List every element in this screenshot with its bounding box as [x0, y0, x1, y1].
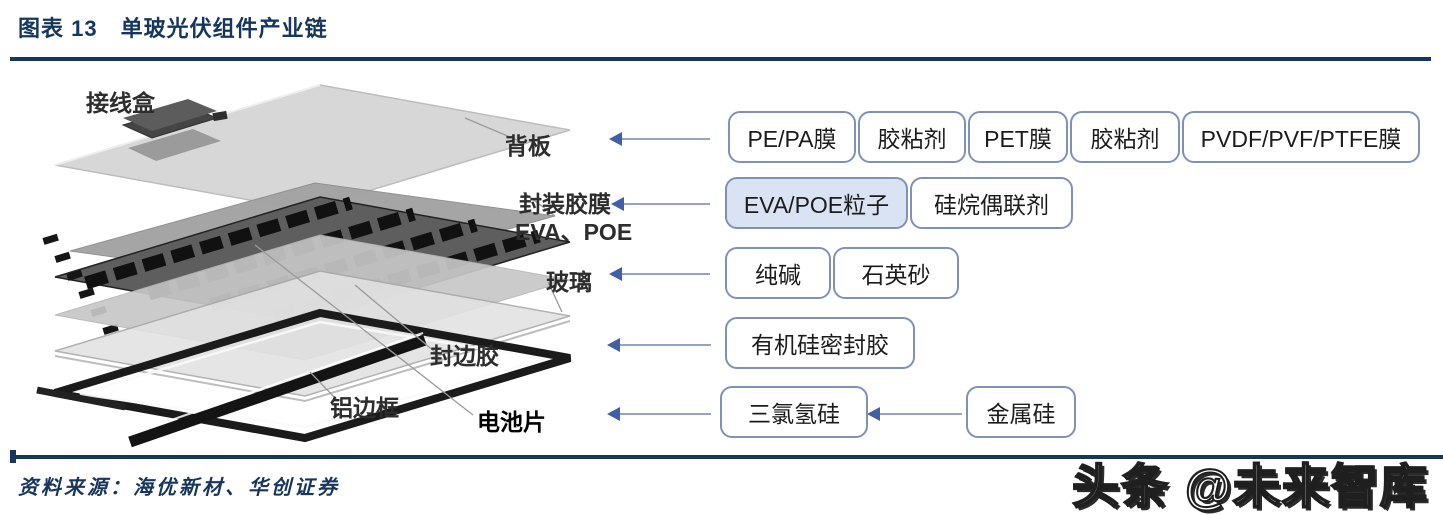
glass-label: 玻璃	[546, 269, 592, 295]
box-soda-ash: 纯碱	[725, 247, 831, 299]
box-adhesive-1: 胶粘剂	[858, 111, 966, 163]
frame-layer	[53, 308, 572, 443]
encap-film-label-2: EVA、POE	[515, 219, 633, 245]
exploded-module-diagram	[25, 70, 610, 455]
backsheet-label: 背板	[505, 133, 551, 159]
arrow-cell	[607, 407, 711, 421]
junction-box-label: 接线盒	[86, 90, 155, 116]
box-pvdf-pvf-ptfe-film: PVDF/PVF/PTFE膜	[1182, 111, 1420, 163]
box-eva-poe-granules: EVA/POE粒子	[725, 177, 908, 229]
arrow-metal-silicon-to-trichlorosilane	[867, 407, 962, 421]
frame-front-bar-highlight	[127, 332, 424, 436]
leader-lines	[254, 117, 563, 416]
junction-box-nub	[212, 110, 228, 122]
arrow-backsheet	[609, 132, 710, 146]
frame-inner-highlight	[79, 320, 546, 429]
exploded-module-svg	[36, 84, 572, 448]
watermark: 头条 @未来智库	[1071, 459, 1429, 514]
footer-divider-cap	[10, 450, 16, 463]
arrow-glass	[609, 267, 710, 281]
aluminum-frame-label: 铝边框	[330, 395, 399, 421]
source-note: 资料来源：海优新材、华创证券	[18, 477, 340, 499]
cell-label: 电池片	[477, 409, 546, 435]
frame-side-bar	[36, 386, 126, 411]
box-trichlorosilane: 三氯氢硅	[720, 386, 868, 438]
frame-front-bar	[128, 334, 427, 448]
encap-film-label-1: 封装胶膜	[519, 191, 611, 217]
box-silicone-sealant: 有机硅密封胶	[725, 317, 915, 369]
arrow-edge-sealant	[607, 338, 711, 352]
junction-box-pad	[128, 129, 221, 161]
junction-box-top	[123, 99, 217, 131]
arrow-encap-film	[611, 197, 710, 211]
box-silane-coupling-agent: 硅烷偶联剂	[910, 177, 1073, 229]
page-title: 图表 13 单玻光伏组件产业链	[18, 16, 328, 41]
box-adhesive-2: 胶粘剂	[1070, 111, 1180, 163]
box-pe-pa-film: PE/PA膜	[728, 111, 856, 163]
title-divider	[10, 57, 1431, 61]
footer-divider	[10, 455, 1443, 459]
box-quartz-sand: 石英砂	[833, 247, 959, 299]
box-metal-silicon: 金属硅	[966, 386, 1076, 438]
glass-layer	[54, 270, 571, 397]
box-pet-film: PET膜	[968, 111, 1068, 163]
edge-sealant-label: 封边胶	[430, 343, 499, 369]
